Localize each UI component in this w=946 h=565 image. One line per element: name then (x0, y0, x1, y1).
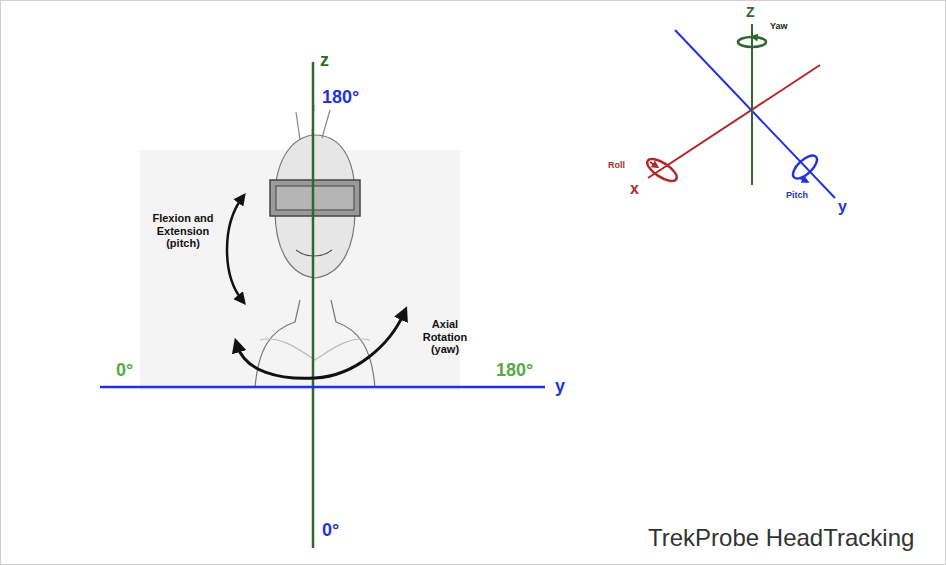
pitch-arrow (227, 198, 242, 300)
roll-ring (644, 155, 680, 185)
angle-label: 180° (322, 87, 382, 108)
motion-label: Axial Rotation (yaw) (412, 318, 478, 356)
x-axis-small (648, 65, 820, 178)
vr-headset (270, 180, 360, 216)
y-axis (100, 386, 545, 389)
motion-label: Flexion and Extension (pitch) (146, 212, 220, 250)
pitch-ring (789, 152, 820, 183)
y-axis-small (675, 30, 835, 198)
z-axis (312, 62, 315, 548)
rotation-name: Yaw (770, 21, 800, 31)
head-sketch (140, 105, 460, 390)
axis-name: y (555, 376, 579, 397)
rotation-name: Roll (608, 160, 636, 170)
angle-label: 0° (116, 360, 156, 381)
yaw-ring (738, 37, 766, 47)
axis-name: x (630, 180, 646, 198)
axis-name: Z (746, 4, 762, 20)
angle-label: 0° (322, 520, 362, 541)
angle-label: 180° (496, 360, 556, 381)
axis-name: z (320, 50, 350, 71)
rotation-name: Pitch (786, 190, 818, 200)
yaw-arrow (237, 313, 404, 378)
diagram-title: TrekProbe HeadTracking (648, 524, 914, 552)
axis-name: y (838, 198, 854, 216)
